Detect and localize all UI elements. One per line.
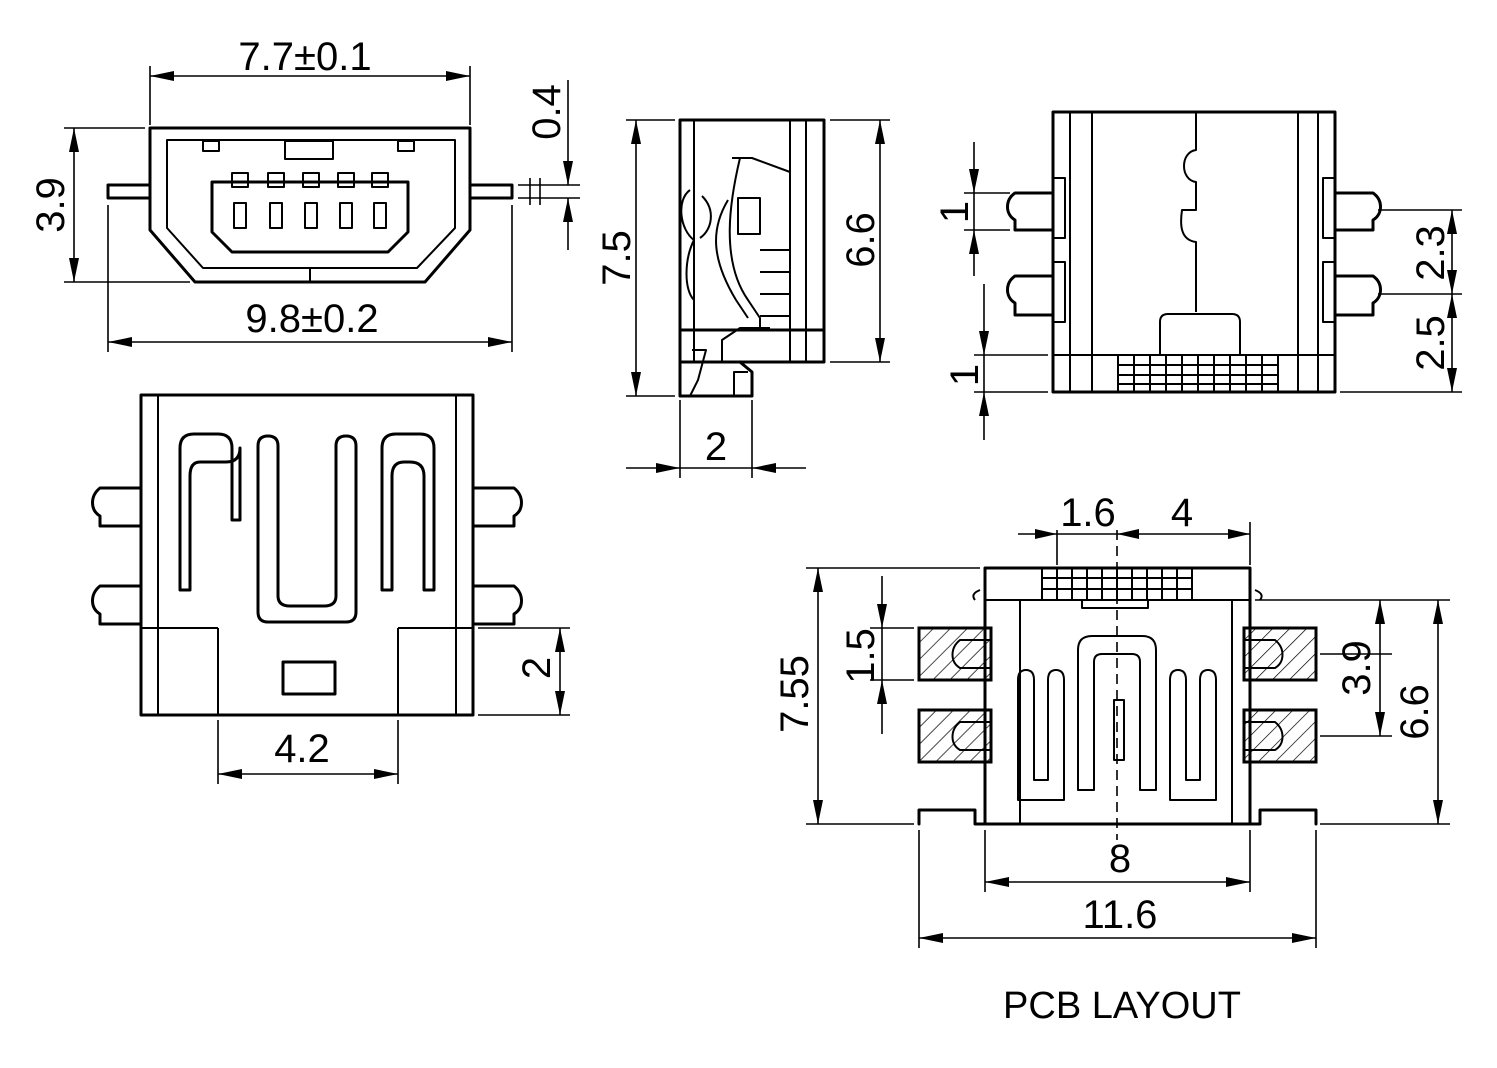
dim-pcb-pad-length: 1.5 — [839, 576, 914, 734]
dim-label: 1.6 — [1060, 491, 1116, 535]
dim-side-total-height: 7.5 — [595, 119, 675, 397]
dim-label: 8 — [1109, 837, 1131, 881]
pcb-layout-caption: PCB LAYOUT — [1003, 985, 1241, 1027]
dim-label: 6.6 — [839, 212, 883, 268]
dim-label: 3.9 — [29, 177, 73, 233]
dim-label: 1 — [933, 201, 977, 223]
pcb-layout: 1.6 4 1.5 7.55 3.9 — [773, 491, 1450, 1027]
dim-label: 4.2 — [274, 727, 330, 771]
dim-label: 2 — [515, 657, 559, 679]
dim-label: 2.5 — [1409, 315, 1453, 371]
pcb-pad — [917, 626, 1318, 764]
dim-rear-pitch-upper: 2.3 — [1378, 209, 1462, 295]
dim-label: 1 — [943, 364, 987, 386]
side-view: 7.5 6.6 2 — [595, 118, 890, 478]
dim-pcb-pin-pitch: 1.6 4 — [1018, 491, 1251, 565]
dim-label: 6.6 — [1393, 684, 1437, 740]
dim-bottom-pad-height: 2 — [478, 627, 570, 716]
dim-label: 7.5 — [595, 230, 639, 286]
dim-bottom-center-width: 4.2 — [217, 720, 399, 784]
dim-label: 0.4 — [525, 84, 569, 140]
dim-pcb-total-width: 11.6 — [918, 830, 1317, 948]
bottom-view: 2 4.2 — [91, 393, 570, 784]
dim-side-leg-width: 2 — [626, 400, 806, 478]
dim-label: 7.7±0.1 — [238, 35, 371, 79]
dim-front-height: 3.9 — [29, 127, 190, 283]
dim-pcb-total-height: 7.55 — [773, 567, 980, 825]
dim-label: 2.3 — [1409, 225, 1453, 281]
dim-label: 3.9 — [1335, 640, 1379, 696]
dim-front-bottom-width: 9.8±0.2 — [107, 205, 513, 352]
dim-label: 2 — [705, 425, 727, 469]
dim-front-top-width: 7.7±0.1 — [149, 35, 471, 125]
dim-rear-pitch-lower: 2.5 — [1340, 294, 1462, 393]
dim-front-tab-thickness: 0.4 — [518, 80, 580, 250]
rear-view: 1 1 2.3 2.5 — [933, 110, 1462, 440]
front-view: 7.7±0.1 9.8±0.2 3.9 — [29, 35, 580, 352]
dim-label: 9.8±0.2 — [245, 297, 378, 341]
dim-label: 11.6 — [1083, 893, 1158, 937]
dim-label: 4 — [1171, 491, 1193, 535]
dim-side-body-height: 6.6 — [830, 119, 890, 363]
dim-pcb-body-height: 6.6 — [1255, 599, 1450, 825]
dim-pcb-pad-spacing: 3.9 — [1320, 600, 1392, 737]
dim-rear-pad-width-top: 1 — [933, 142, 1010, 276]
dim-rear-pad-width-bottom: 1 — [943, 284, 1048, 440]
dim-pcb-body-width: 8 — [984, 830, 1251, 892]
dim-label: 7.55 — [773, 655, 817, 733]
dim-label: 1.5 — [839, 628, 883, 684]
